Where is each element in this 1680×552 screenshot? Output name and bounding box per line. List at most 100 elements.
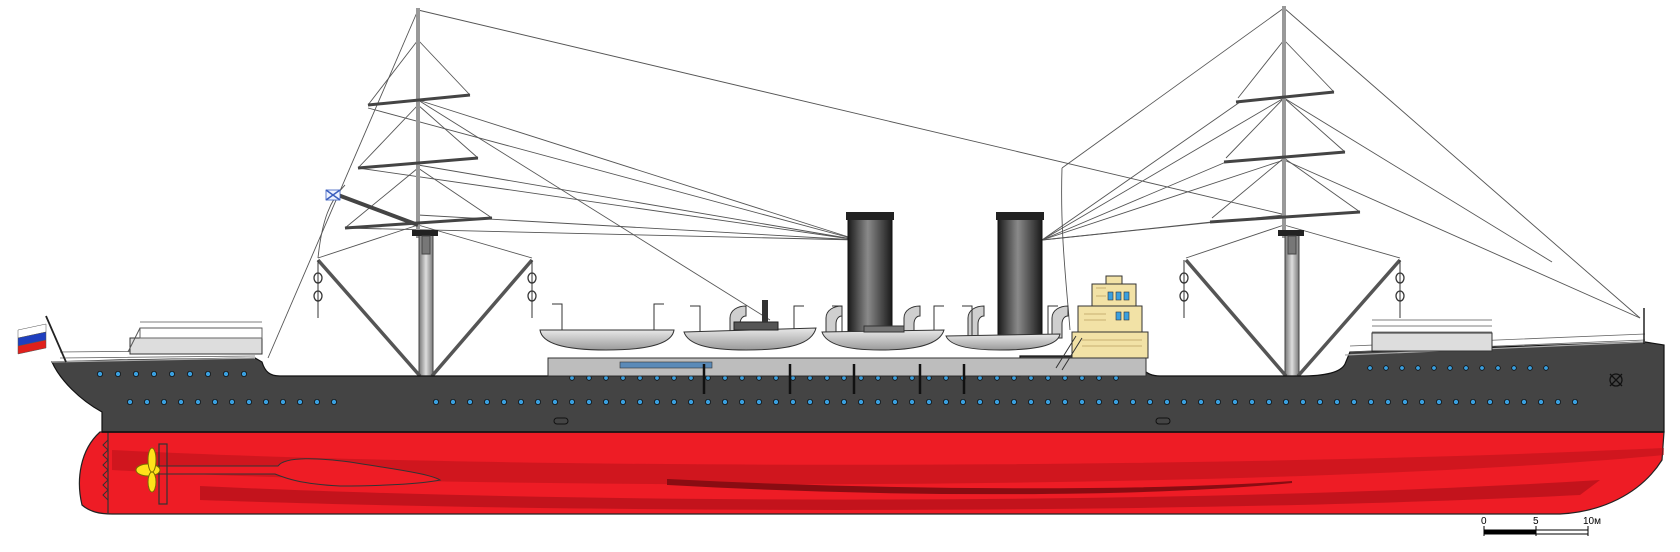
anchor-icon xyxy=(1609,373,1623,387)
porthole xyxy=(204,370,211,377)
porthole xyxy=(654,398,661,405)
porthole xyxy=(909,398,916,405)
porthole xyxy=(194,398,201,405)
porthole xyxy=(1096,398,1103,405)
porthole xyxy=(245,398,252,405)
porthole xyxy=(790,398,797,405)
porthole xyxy=(1538,398,1545,405)
lifeboat xyxy=(945,305,1061,351)
propeller-icon xyxy=(135,447,161,493)
funnel-fore xyxy=(846,212,894,337)
porthole xyxy=(330,398,337,405)
porthole xyxy=(1351,398,1358,405)
porthole xyxy=(671,398,678,405)
porthole xyxy=(143,398,150,405)
porthole xyxy=(1399,365,1405,371)
porthole xyxy=(1198,398,1205,405)
main-mast xyxy=(1179,6,1405,379)
porthole xyxy=(1479,365,1485,371)
porthole xyxy=(1334,398,1341,405)
porthole xyxy=(1470,398,1477,405)
porthole xyxy=(296,398,303,405)
porthole xyxy=(313,398,320,405)
porthole xyxy=(1572,398,1579,405)
porthole xyxy=(1495,365,1501,371)
porthole xyxy=(1147,398,1154,405)
porthole xyxy=(569,398,576,405)
porthole xyxy=(1317,398,1324,405)
porthole xyxy=(1045,398,1052,405)
porthole xyxy=(722,398,729,405)
porthole xyxy=(1368,398,1375,405)
porthole xyxy=(603,398,610,405)
porthole xyxy=(1453,398,1460,405)
porthole xyxy=(500,398,507,405)
hull-underwater xyxy=(78,431,1665,515)
porthole xyxy=(240,370,247,377)
lifeboat xyxy=(539,303,675,351)
porthole xyxy=(1215,398,1222,405)
porthole xyxy=(466,398,473,405)
porthole xyxy=(115,370,122,377)
porthole xyxy=(926,398,933,405)
lifeboat xyxy=(821,305,945,351)
porthole xyxy=(262,398,269,405)
porthole xyxy=(960,398,967,405)
aft-deckhouse xyxy=(1371,319,1493,352)
porthole xyxy=(1402,398,1409,405)
porthole xyxy=(1415,365,1421,371)
porthole xyxy=(1511,365,1517,371)
fore-deckhouse xyxy=(127,321,263,355)
porthole xyxy=(1062,398,1069,405)
porthole xyxy=(1463,365,1469,371)
porthole xyxy=(211,398,218,405)
fore-mast xyxy=(313,8,537,379)
porthole xyxy=(1521,398,1528,405)
porthole xyxy=(586,398,593,405)
porthole xyxy=(1385,398,1392,405)
porthole xyxy=(168,370,175,377)
porthole xyxy=(841,398,848,405)
porthole xyxy=(1249,398,1256,405)
porthole xyxy=(1543,365,1549,371)
porthole xyxy=(824,398,831,405)
porthole xyxy=(1383,365,1389,371)
midship-superstructure xyxy=(547,357,1147,377)
porthole xyxy=(127,398,134,405)
porthole xyxy=(1419,398,1426,405)
porthole xyxy=(1130,398,1137,405)
porthole xyxy=(892,398,899,405)
lifeboats xyxy=(539,300,1061,351)
ensign-icon xyxy=(325,189,341,201)
porthole xyxy=(688,398,695,405)
porthole xyxy=(1181,398,1188,405)
porthole xyxy=(620,398,627,405)
porthole xyxy=(160,398,167,405)
porthole xyxy=(132,370,139,377)
jack-staff xyxy=(45,315,67,363)
porthole xyxy=(1504,398,1511,405)
porthole xyxy=(1164,398,1171,405)
porthole xyxy=(1266,398,1273,405)
rigging xyxy=(267,7,1641,359)
porthole xyxy=(943,398,950,405)
porthole xyxy=(807,398,814,405)
porthole xyxy=(858,398,865,405)
porthole xyxy=(756,398,763,405)
porthole xyxy=(1300,398,1307,405)
porthole xyxy=(1232,398,1239,405)
porthole xyxy=(483,398,490,405)
porthole xyxy=(994,398,1001,405)
porthole xyxy=(1283,398,1290,405)
porthole xyxy=(705,398,712,405)
scale-bar: 0 5 10м xyxy=(1481,516,1601,536)
porthole xyxy=(535,398,542,405)
porthole xyxy=(637,398,644,405)
porthole xyxy=(1011,398,1018,405)
porthole xyxy=(739,398,746,405)
hull-topside xyxy=(51,341,1665,433)
porthole xyxy=(432,398,439,405)
funnel-aft xyxy=(996,212,1044,337)
scale-label-zero: 0 xyxy=(1481,516,1487,527)
